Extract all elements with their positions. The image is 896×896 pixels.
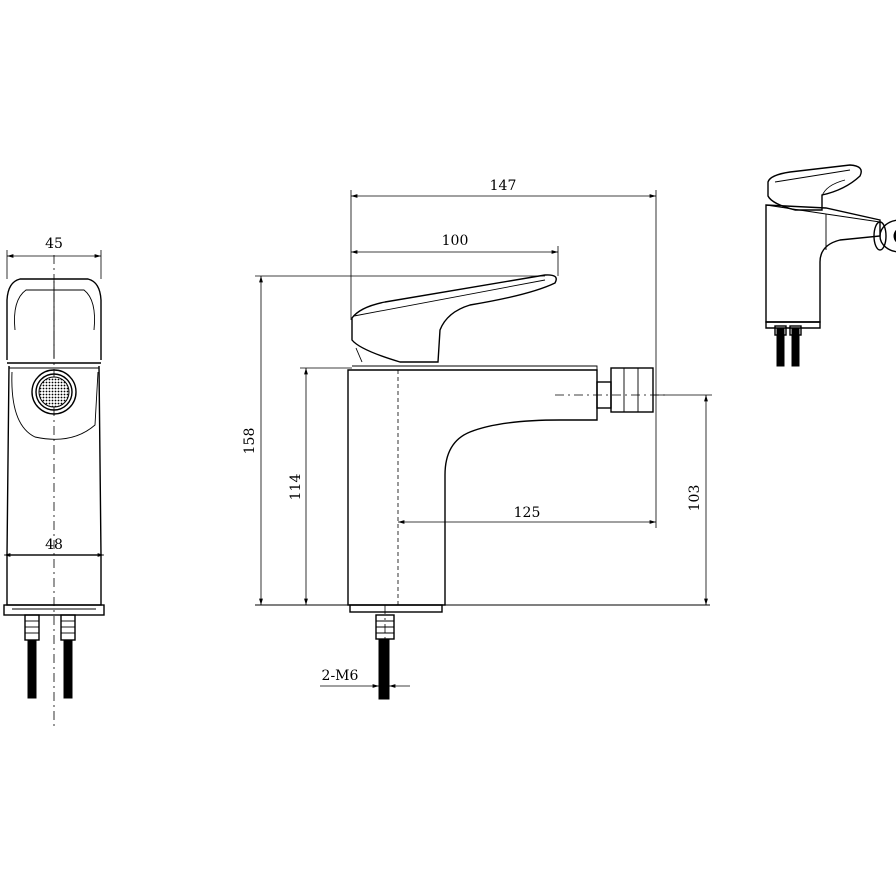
side-handle bbox=[6, 278, 102, 360]
front-supply-hose bbox=[375, 614, 395, 700]
front-body bbox=[347, 369, 598, 606]
dim-total-height: 158 bbox=[242, 275, 545, 605]
faucet-perspective-icon bbox=[765, 164, 896, 367]
front-handle-lever bbox=[351, 274, 557, 363]
side-supply-hoses bbox=[24, 614, 76, 699]
dim-spout-height: 103 bbox=[653, 394, 712, 605]
dim-side-width: 45 bbox=[6, 236, 102, 279]
dim-label-147: 147 bbox=[490, 178, 517, 194]
dim-spout-reach: 125 bbox=[398, 505, 656, 524]
dim-label-45: 45 bbox=[45, 236, 63, 252]
dim-label-103: 103 bbox=[687, 485, 703, 512]
dim-handle-length: 100 bbox=[351, 233, 559, 276]
dim-label-125: 125 bbox=[514, 505, 541, 521]
dim-side-base-width: 48 bbox=[3, 537, 104, 557]
side-view: 45 48 bbox=[3, 236, 105, 730]
side-base-plate bbox=[3, 604, 105, 616]
dim-label-48: 48 bbox=[45, 537, 63, 553]
dim-label-114: 114 bbox=[288, 474, 304, 501]
dim-label-100: 100 bbox=[442, 233, 469, 249]
front-base-plate bbox=[349, 604, 443, 613]
front-spout-nozzle bbox=[596, 367, 654, 413]
dim-label-158: 158 bbox=[242, 428, 258, 455]
dim-overall-length: 147 bbox=[350, 178, 657, 528]
front-view: 147 100 158 114 125 103 bbox=[242, 178, 712, 700]
dim-supply-thread: 2-M6 bbox=[320, 668, 410, 688]
dim-body-height: 114 bbox=[288, 367, 352, 605]
dim-label-2-m6: 2-M6 bbox=[322, 668, 359, 684]
side-body bbox=[6, 365, 102, 556]
aerator-mesh-icon bbox=[31, 369, 77, 415]
